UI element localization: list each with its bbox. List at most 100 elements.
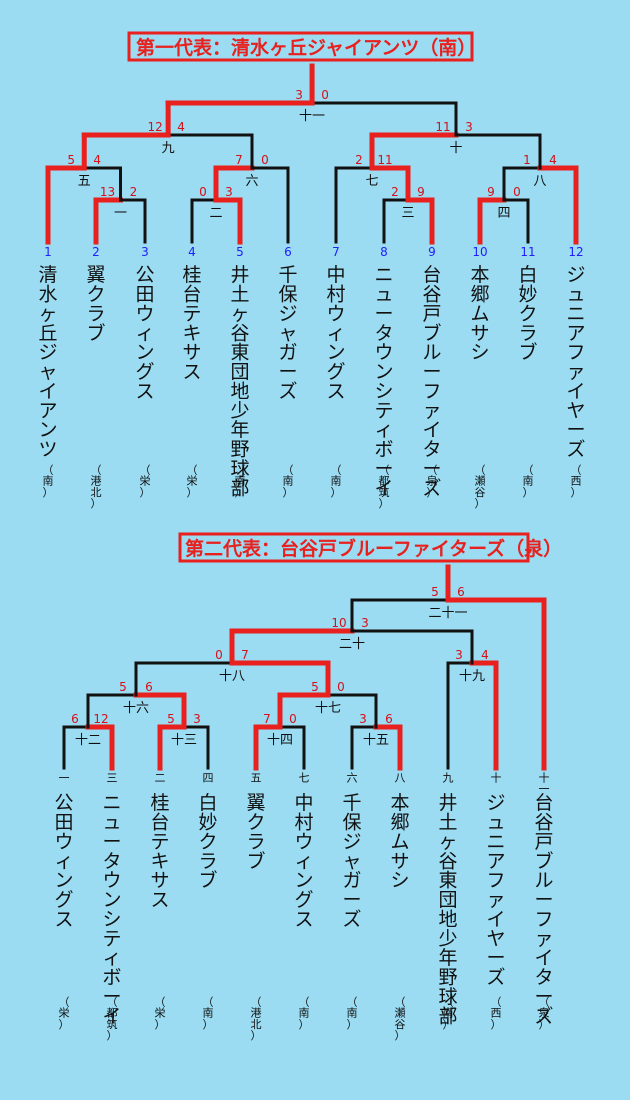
team-6-area: （南） (299, 995, 310, 1030)
team-8-name: ニュータウンシティボーイ (374, 264, 393, 499)
game-8-left-score: 1 (523, 153, 531, 167)
team-1-number: 一 (59, 771, 70, 784)
team-8-area: （瀬谷） (395, 995, 406, 1042)
game-9-left-score: 12 (147, 120, 162, 134)
game-1-label: 十二 (75, 733, 101, 748)
team-9-name: 井土ヶ谷東団地少年野球部 (438, 792, 457, 1027)
game-6-left-score: 5 (311, 680, 319, 694)
game-2-left-score: 0 (199, 185, 207, 199)
game-7-left-score: 2 (355, 153, 363, 167)
team-3-number: 3 (141, 245, 149, 259)
team-2-area: （都筑） (107, 995, 118, 1042)
game-1-label: 一 (114, 206, 127, 221)
bracket-1-teams: 1清水ヶ丘ジャイアンツ（南）2翼クラブ（港北）3公田ウィングス（栄）4桂台テキサ… (38, 245, 585, 510)
game-9-right-score: 3 (361, 616, 369, 630)
game-2-label: 十三 (171, 733, 197, 748)
game-7-label: 七 (365, 174, 378, 189)
game-4-left-score: 3 (359, 712, 367, 726)
team-1-name: 清水ヶ丘ジャイアンツ (38, 264, 57, 460)
game-5-left-score: 5 (119, 680, 127, 694)
team-12-number: 12 (568, 245, 583, 259)
team-5-area: （南） (235, 463, 246, 498)
game-4-label: 十五 (363, 733, 389, 748)
team-12-name: ジュニアファイヤーズ (566, 264, 585, 460)
team-7-number: 7 (332, 245, 340, 259)
team-6-name: 中村ウィングス (294, 792, 313, 930)
game-3-right-score: 9 (417, 185, 425, 199)
team-8-area: （都筑） (379, 463, 390, 510)
game-1-right-score: 12 (93, 712, 108, 726)
game-5-left-score: 5 (67, 153, 75, 167)
game-5-label: 五 (78, 174, 91, 189)
game-2-left-score: 5 (167, 712, 175, 726)
team-6-name: 千保ジャガーズ (278, 264, 297, 402)
bracket-2-title-box (178, 532, 530, 563)
game-3-left-score: 7 (263, 712, 271, 726)
team-10-number: 十 (491, 770, 502, 784)
game-3-label: 十四 (267, 733, 293, 748)
team-3-number: 二 (155, 771, 166, 784)
game-2-right-score: 3 (193, 712, 201, 726)
team-3-area: （栄） (155, 995, 166, 1030)
game-7-right-score: 11 (377, 153, 392, 167)
team-10-area: （瀬谷） (475, 463, 486, 510)
game-4-right-score: 6 (385, 712, 393, 726)
team-5-name: 井土ヶ谷東団地少年野球部 (230, 264, 249, 499)
team-8-number: 八 (395, 771, 406, 784)
game-10-right-score: 3 (465, 120, 473, 134)
team-7-name: 中村ウィングス (326, 264, 345, 402)
team-1-area: （栄） (59, 995, 70, 1030)
game-7-right-score: 7 (241, 648, 249, 662)
game-6-label: 六 (245, 174, 258, 189)
game-8-right-score: 4 (481, 648, 489, 662)
team-10-area: （西） (491, 995, 502, 1030)
game-5-right-score: 4 (93, 153, 101, 167)
team-4-name: 白妙クラブ (198, 792, 217, 892)
game-11-right-score: 0 (321, 88, 329, 102)
team-3-area: （栄） (140, 463, 151, 498)
game-9-label: 二十 (339, 637, 365, 652)
team-9-name: 台谷戸ブルーファイターズ (422, 264, 441, 499)
game-2-label: 二 (209, 206, 222, 221)
team-9-number: 九 (443, 771, 454, 784)
game-6-right-score: 0 (337, 680, 345, 694)
team-5-name: 翼クラブ (246, 792, 265, 872)
game-1-left-score: 13 (100, 185, 115, 199)
game-8-label: 十九 (459, 669, 485, 684)
team-6-area: （南） (283, 463, 294, 498)
game-8-right-score: 4 (549, 153, 557, 167)
team-3-name: 桂台テキサス (150, 792, 169, 911)
team-7-area: （南） (331, 463, 342, 498)
team-5-number: 五 (251, 771, 262, 784)
team-4-number: 4 (188, 245, 196, 259)
game-2-right-score: 3 (225, 185, 233, 199)
team-11-area: （南） (523, 463, 534, 498)
team-11-name: 白妙クラブ (518, 264, 537, 364)
team-8-name: 本郷ムサシ (390, 792, 409, 892)
team-4-name: 桂台テキサス (182, 264, 201, 383)
game-6-label: 十七 (315, 701, 341, 716)
bracket-2-title: 第二代表：台谷戸ブルーファイターズ（泉） (185, 537, 562, 560)
game-6-left-score: 7 (235, 153, 243, 167)
team-2-number: 2 (92, 245, 100, 259)
bracket-1-title: 第一代表：清水ヶ丘ジャイアンツ（南） (136, 36, 476, 59)
team-7-area: （南） (347, 995, 358, 1030)
team-4-number: 四 (203, 771, 214, 784)
game-6-right-score: 0 (261, 153, 269, 167)
team-7-number: 六 (347, 771, 358, 784)
game-9-right-score: 4 (177, 120, 185, 134)
team-9-number: 9 (428, 245, 436, 259)
team-2-area: （港北） (91, 463, 102, 510)
game-4-right-score: 0 (513, 185, 521, 199)
game-7-left-score: 0 (215, 648, 223, 662)
game-10-left-score: 5 (431, 585, 439, 599)
bracket-1-title-box (127, 31, 474, 62)
game-1-left-score: 6 (71, 712, 79, 726)
game-5-label: 十六 (123, 701, 149, 716)
game-5-right-score: 6 (145, 680, 153, 694)
team-4-area: （栄） (187, 463, 198, 498)
